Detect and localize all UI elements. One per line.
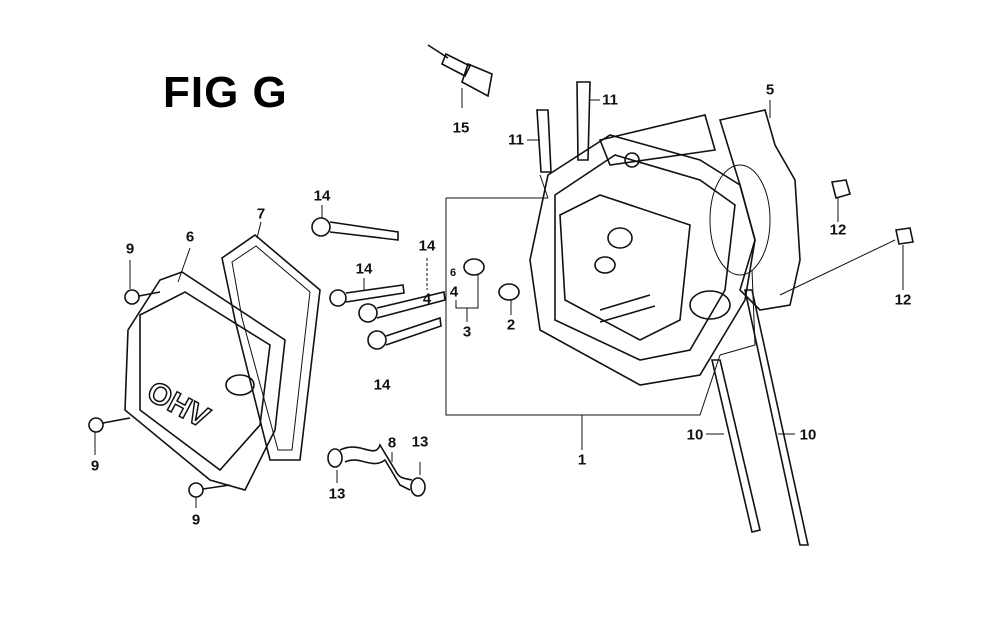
callout-3: 3 (462, 323, 472, 341)
callout-9: 9 (125, 240, 135, 258)
dowels-part (455, 258, 520, 322)
caps-part (779, 179, 914, 296)
callout-13: 13 (411, 433, 429, 451)
callout-6-small: 6 (449, 267, 457, 279)
studs-part (527, 81, 600, 173)
cylinder-head-part (529, 114, 756, 386)
bolts-part (311, 205, 446, 350)
callout-11: 11 (602, 91, 618, 109)
callout-4: 4 (422, 290, 432, 308)
callout-11: 11 (508, 131, 524, 149)
callout-2: 2 (506, 316, 516, 334)
callout-14: 14 (355, 260, 373, 278)
pushrods-part (706, 289, 809, 546)
callout-9: 9 (90, 457, 100, 475)
callout-8: 8 (387, 434, 397, 452)
head-cover-part: OHV (124, 247, 286, 491)
assembly-bracket (445, 174, 756, 450)
callout-4: 4 (449, 283, 459, 301)
callout-10: 10 (799, 426, 817, 444)
head-gasket-part (709, 100, 801, 311)
figure-title: FIG G (163, 68, 288, 117)
callout-14: 14 (418, 237, 436, 255)
callout-14: 14 (373, 376, 391, 394)
callout-15: 15 (452, 119, 470, 137)
callout-1: 1 (577, 451, 587, 469)
callout-12: 12 (829, 221, 847, 239)
callout-10: 10 (686, 426, 704, 444)
callout-14: 14 (313, 187, 331, 205)
spark-plug-part (427, 44, 493, 108)
breather-tube-part (327, 443, 426, 497)
callout-9: 9 (191, 511, 201, 529)
callout-7: 7 (256, 205, 266, 223)
callout-6: 6 (185, 228, 195, 246)
callout-5: 5 (765, 81, 775, 99)
callout-12: 12 (894, 291, 912, 309)
cover-bolts-part (88, 260, 231, 508)
callout-13: 13 (328, 485, 346, 503)
cover-gasket-part (221, 221, 321, 461)
cover-logo: OHV (142, 375, 215, 435)
